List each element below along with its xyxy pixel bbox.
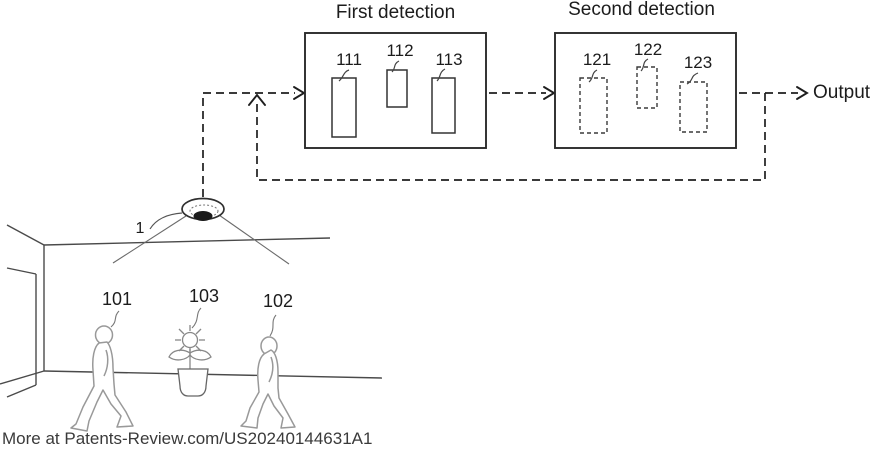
wall-panel-bottom <box>6 384 37 398</box>
plant-pot <box>177 368 209 397</box>
arrow-into-second-detection <box>543 86 556 100</box>
detector-rect-122 <box>636 66 658 109</box>
ceiling-edge <box>43 237 331 246</box>
second-detection-title: Second detection <box>568 0 715 20</box>
wall-panel-top <box>6 267 37 275</box>
leader-111 <box>338 69 350 82</box>
leader-103 <box>191 307 202 329</box>
label-111: 111 <box>336 50 362 69</box>
label-113: 113 <box>435 50 463 69</box>
label-camera-1: 1 <box>135 220 145 237</box>
detector-rect-113 <box>431 77 456 134</box>
person-102-body <box>240 349 296 429</box>
label-122: 122 <box>633 40 663 59</box>
ceiling-left-edge <box>6 224 45 246</box>
leader-113 <box>436 68 446 82</box>
feedback-loop-line <box>256 93 766 181</box>
camera-to-first-line <box>202 92 295 197</box>
label-103: 103 <box>188 286 220 306</box>
leader-101 <box>110 310 120 328</box>
fov-right-line <box>218 214 290 265</box>
arrow-feedback-merge <box>248 93 266 106</box>
detector-rect-112 <box>386 69 408 108</box>
camera-fov-lines <box>112 214 290 265</box>
person-101-arm <box>103 349 109 377</box>
flow-lines <box>202 92 798 197</box>
plant-leaf-right <box>189 349 212 361</box>
detector-rect-121 <box>579 77 608 134</box>
fov-left-line <box>112 215 187 264</box>
person-101-head <box>94 325 114 345</box>
first-detection-title: First detection <box>335 2 456 23</box>
leader-112 <box>391 60 400 73</box>
arrow-to-output <box>796 86 809 100</box>
arrow-into-first-detection <box>293 86 306 100</box>
camera-lens <box>193 211 213 221</box>
label-112: 112 <box>386 41 414 60</box>
plant-leaf-left <box>168 349 191 361</box>
ceiling-camera <box>149 197 225 230</box>
leader-camera-1 <box>149 212 183 230</box>
label-101: 101 <box>101 289 133 309</box>
person-101-body <box>70 341 134 432</box>
output-label: Output <box>813 82 871 103</box>
person-102 <box>240 314 296 429</box>
person-101 <box>70 310 134 432</box>
leader-121 <box>588 69 598 83</box>
floor-left-edge <box>0 370 45 385</box>
second-detection-box <box>554 32 737 149</box>
label-121: 121 <box>582 50 612 69</box>
label-123: 123 <box>683 53 713 72</box>
footer-source-text: More at Patents-Review.com/US20240144631… <box>2 429 373 448</box>
leader-123 <box>686 72 699 85</box>
person-102-arm <box>268 356 274 383</box>
detector-rect-123 <box>679 81 708 133</box>
plant-103 <box>168 307 212 397</box>
leader-102 <box>269 314 277 337</box>
detector-rect-111 <box>331 77 357 138</box>
first-detection-box <box>304 32 487 149</box>
label-102: 102 <box>262 291 294 311</box>
leader-122 <box>640 58 649 72</box>
arrowheads <box>248 86 809 106</box>
flower-head <box>181 331 199 349</box>
